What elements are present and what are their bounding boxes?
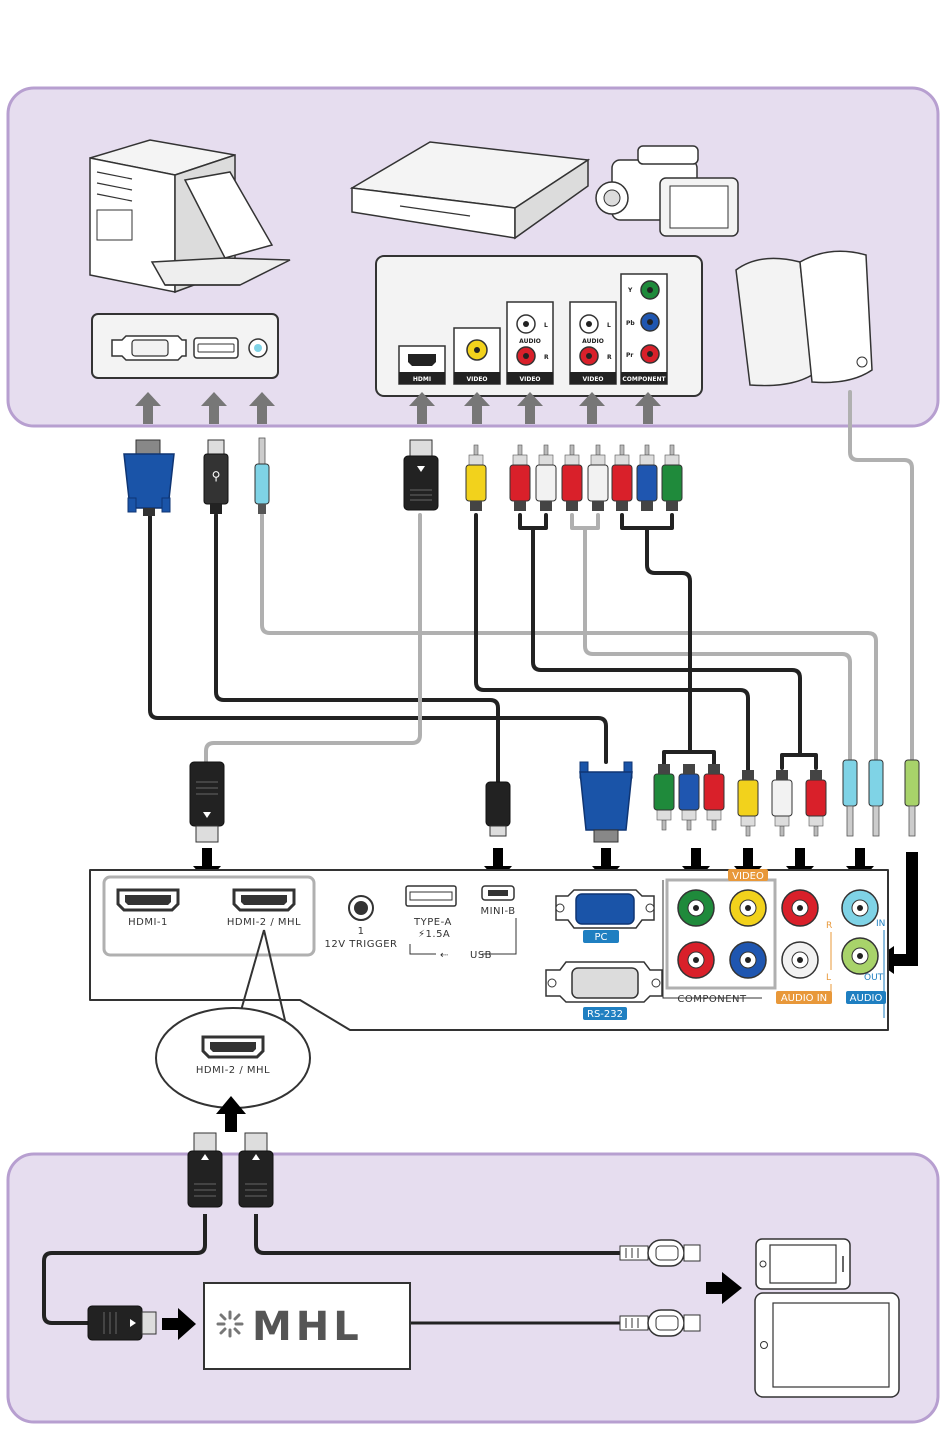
av-hdmi-label: HDMI: [413, 376, 431, 383]
mini-b-label: MINI-B: [480, 906, 515, 917]
mini-usb-plug-icon: [486, 782, 510, 836]
audio-jacks-lower: [843, 760, 919, 836]
usb-symbol-icon: ⇠: [440, 950, 449, 961]
vga-plug-icon: [124, 440, 174, 516]
audio-in-jack-label: IN: [876, 919, 885, 929]
av-port-panel: HDMI VIDEO L AUDIO R VIDEO L AUDIO R VID…: [376, 256, 702, 396]
component-y-label: Y: [627, 287, 633, 294]
component-pb-label: Pb: [626, 320, 635, 327]
mhl-hdmi-plug-a-icon: [188, 1133, 222, 1207]
vga-plug-lower-icon: [580, 762, 632, 842]
projector-video-label: VIDEO: [732, 871, 764, 882]
mhl-hdmi-plug-b-icon: [239, 1133, 273, 1207]
zoom-hdmi2-label: HDMI-2 / MHL: [196, 1065, 270, 1076]
av-audio-label: AUDIO: [519, 338, 541, 345]
hdmi2-label: HDMI-2 / MHL: [227, 917, 301, 928]
usb-label: USB: [470, 950, 492, 961]
hdmi-plug-icon: [404, 440, 438, 510]
amps-label: ⚡1.5A: [418, 929, 450, 940]
speakers-icon: [736, 251, 872, 385]
pc-label: PC: [594, 932, 607, 943]
av-l2-label: L: [607, 322, 611, 329]
av-video2-label: VIDEO: [582, 376, 603, 383]
projector-rear-panel: HDMI-1 HDMI-2 / MHL 1 12V TRIGGER TYPE-A…: [90, 869, 888, 1030]
svg-text:⚲: ⚲: [212, 469, 221, 483]
rs232-label: RS-232: [587, 1009, 623, 1020]
mhl-adapter: MHL: [204, 1283, 410, 1369]
audio-in-l-label: L: [826, 973, 831, 983]
audio-jack-plug-icon: [255, 438, 269, 514]
av-r-label: R: [544, 354, 549, 361]
av-audio2-label: AUDIO: [582, 338, 604, 345]
type-a-label: TYPE-A: [413, 917, 452, 928]
pc-port-panel: [92, 314, 278, 378]
av-audio-video-label: VIDEO: [519, 376, 540, 383]
projector-component-label: COMPONENT: [677, 994, 747, 1005]
audio-in-label: AUDIO IN: [781, 993, 827, 1004]
smartphone-icon: [756, 1239, 850, 1289]
hdmi1-label: HDMI-1: [128, 917, 168, 928]
component-pr-label: Pr: [626, 352, 633, 359]
mhl-logo: MHL: [252, 1304, 363, 1350]
usb-plug-icon: ⚲: [204, 440, 228, 514]
audio-in-r-label: R: [826, 921, 832, 931]
component-plugs-lower: [654, 764, 826, 836]
av-l-label: L: [544, 322, 548, 329]
av-r2-label: R: [607, 354, 612, 361]
hdmi-plug-lower-icon: [190, 762, 224, 842]
tablet-icon: [755, 1293, 899, 1397]
audio-label: AUDIO: [850, 993, 883, 1004]
trigger-label: 12V TRIGGER: [324, 939, 397, 950]
audio-out-jack-label: OUT: [864, 973, 884, 983]
av-component-label: COMPONENT: [622, 376, 666, 383]
av-video-label: VIDEO: [466, 376, 487, 383]
trigger-number-label: 1: [358, 926, 365, 937]
